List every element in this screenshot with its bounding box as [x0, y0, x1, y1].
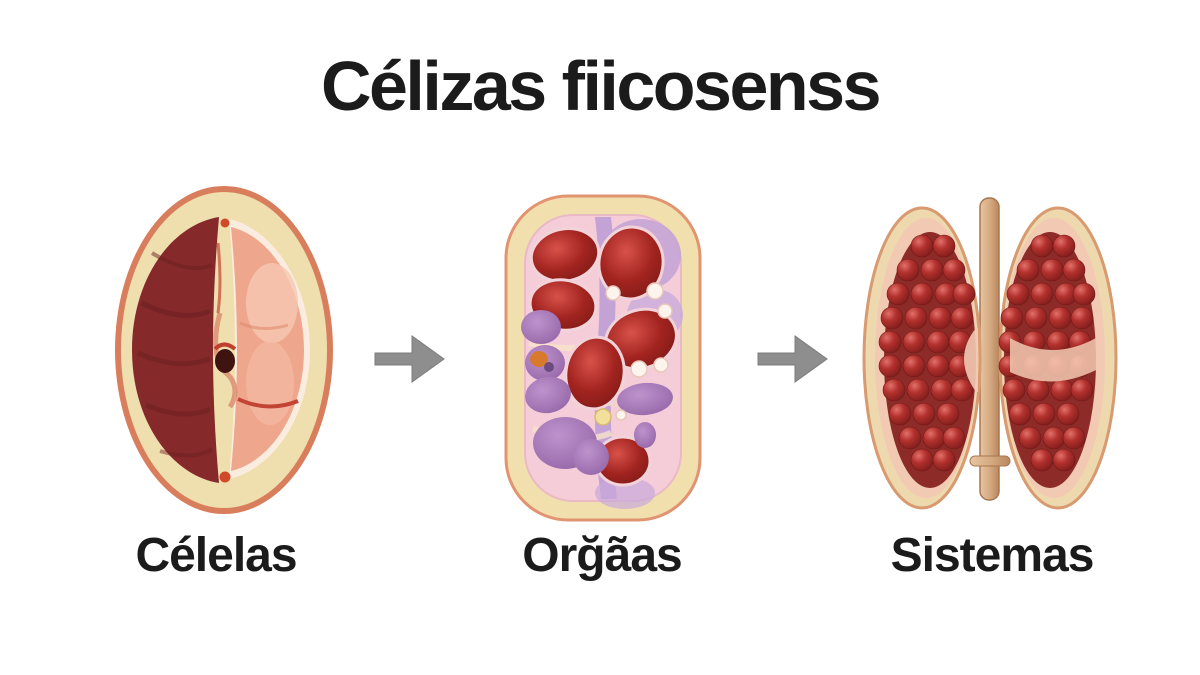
right-arrow-icon: [757, 328, 829, 390]
cell-cross-section-illustration: [112, 183, 336, 517]
cell-cross-section-graphic: [115, 186, 333, 514]
page-title: Célizas fiicosenss: [320, 47, 882, 125]
label-organs: Orğãas: [522, 529, 682, 582]
right-arrow-icon: [374, 328, 446, 390]
label-systems: Sistemas: [890, 529, 1095, 582]
system-lobes-graphic: [862, 197, 1118, 510]
organ-tissue-illustration: [503, 193, 703, 523]
label-cells: Célelas: [135, 529, 297, 582]
system-lobes-illustration: [860, 190, 1120, 522]
organ-tissue-graphic: [504, 194, 702, 522]
